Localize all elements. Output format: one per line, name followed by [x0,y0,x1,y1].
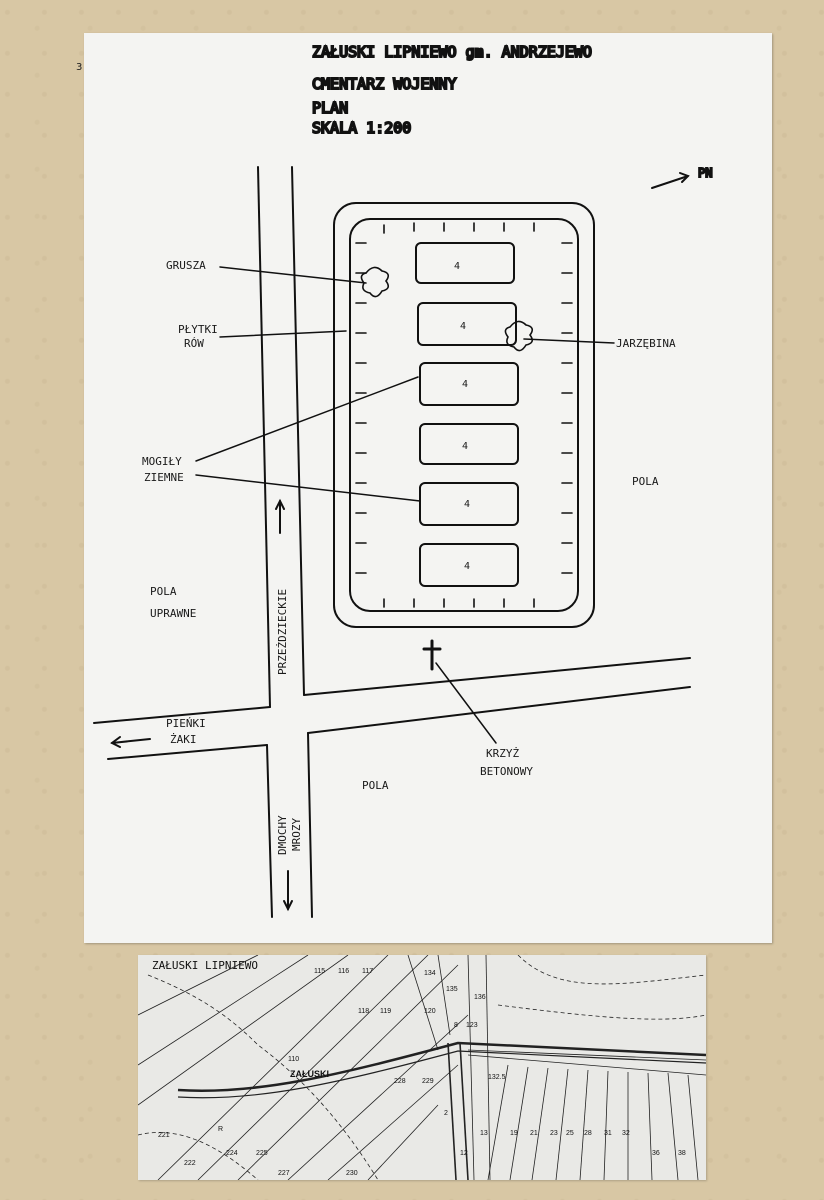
cemetery-plan-drawing: ZAŁUSKI LIPNIEWO gm. ANDRZEJEWO CMENTARZ… [93,42,713,918]
road-horizontal-bottom-left [107,744,268,760]
elevation-label: 110 [288,1056,299,1063]
arrow-left-icon [111,738,151,744]
header-line-4: SKALA 1:200 [312,119,411,137]
parcel-label: 118 [358,1008,369,1015]
parcel-label: 135 [446,986,458,993]
parcel-label: 31 [604,1130,612,1137]
grave-2 [417,302,517,346]
grave-1 [415,242,515,284]
label-road-bottom-line1: DMOCHY [276,815,289,855]
cadastral-title: ZAŁUSKI LIPNIEWO [152,959,258,972]
cemetery-inner-ditch [349,218,579,612]
road-horizontal-top-left [93,706,271,724]
label-road-vertical: PRZEŻDZIECKIE [276,589,289,675]
label-pola-right: POLA [632,475,659,488]
svg-text:4: 4 [460,321,466,332]
ditch-tick-marks [355,222,573,608]
parcel-label: 12 [460,1150,468,1157]
parcel-label: 222 [184,1160,196,1167]
svg-text:4: 4 [454,261,460,272]
parcel-label: 115 [314,968,325,975]
header-line-2: CMENTARZ WOJENNY [312,75,457,93]
pear-tree-icon [360,266,390,298]
elevation-label: 132.5 [488,1074,506,1081]
road-arrows [110,498,293,912]
label-road-left-line2: ŻAKI [170,733,197,746]
svg-text:4: 4 [464,499,470,510]
road-bottom-left-edge [266,744,273,918]
parcel-label: 19 [510,1130,518,1137]
parcel-label: 224 [226,1150,238,1157]
label-pola-left-line1: POLA [150,585,177,598]
svg-text:4: 4 [462,441,468,452]
label-pola-bottom: POLA [362,779,389,792]
road-vertical-left-edge [257,166,271,708]
label-plytki-line2: RÓW [184,337,204,350]
road-bottom-right-edge [307,732,313,918]
label-grusza: GRUSZA [166,259,206,272]
parcel-label: 21 [530,1130,538,1137]
label-pola-left-line2: UPRAWNE [150,607,196,620]
label-road-left-line1: PIEŃKI [166,717,206,730]
parcel-label: 136 [474,994,486,1001]
north-label: PN [698,166,712,180]
parcel-label: 36 [652,1150,660,1157]
svg-text:4: 4 [464,561,470,572]
svg-text:4: 4 [462,379,468,390]
north-arrowhead-icon [679,172,690,183]
cemetery-outer-boundary [333,202,595,628]
parcel-label: 228 [394,1078,406,1085]
label-mogily-line2: ZIEMNE [144,471,184,484]
label-cross-line2: BETONOWY [480,765,533,778]
rowan-tree-icon [504,320,534,352]
parcel-label: 230 [346,1170,358,1177]
grave-3 [419,362,519,406]
parcel-label: 119 [380,1008,391,1015]
cross-icon [422,639,442,671]
leader-lines [195,266,615,744]
parcel-label: 13 [480,1130,488,1137]
parcel-label: 225 [256,1150,268,1157]
parcel-label: 116 [338,968,349,975]
plan-sheet: ZAŁUSKI LIPNIEWO gm. ANDRZEJEWO CMENTARZ… [84,33,772,943]
parcel-label: 229 [422,1078,434,1085]
parcel-label: 25 [566,1130,574,1137]
parcel-label: 134 [424,970,436,977]
parcel-label: 38 [678,1150,686,1157]
grave-4 [419,423,519,465]
label-cross-line1: KRZYŻ [486,747,519,760]
parcel-label: 227 [278,1170,290,1177]
graves [415,242,519,587]
parcel-label: 23 [550,1130,558,1137]
road-vertical-right-edge [291,166,305,696]
parcel-label: 120 [424,1008,436,1015]
label-road-bottom-line2: MROZY [290,818,303,851]
parcel-label: 8 [454,1022,458,1029]
parcel-label: 28 [584,1130,592,1137]
parcel-label: R [218,1126,223,1133]
parcel-label: 32 [622,1130,630,1137]
parcel-label: 123 [466,1022,478,1029]
header-line-1: ZAŁUSKI LIPNIEWO gm. ANDRZEJEWO [312,43,592,61]
parcel-label: 117 [362,968,373,975]
page-number: 3 [76,62,83,73]
road-horizontal-bottom-right [307,686,691,734]
grave-marks: 4 4 4 4 4 4 [454,261,470,572]
parcel-label: 221 [158,1132,170,1139]
cadastral-road-label: ZAŁUSKI [290,1069,329,1079]
grave-6 [419,543,519,587]
parcel-label: 2 [444,1110,448,1117]
label-jarzebina: JARZĘBINA [616,337,676,350]
label-plytki-line1: PŁYTKI [178,323,218,336]
cadastral-map: ZAŁUSKI LIPNIEWO ZAŁUSKI 115 116 117 118… [138,955,706,1180]
header-line-3: PLAN [312,99,348,117]
road-horizontal-top-right [303,657,691,696]
label-mogily-line1: MOGIŁY [142,455,182,468]
north-arrow-icon [651,175,689,189]
cadastral-map-drawing: ZAŁUSKI LIPNIEWO ZAŁUSKI 115 116 117 118… [138,955,706,1180]
grave-5 [419,482,519,526]
